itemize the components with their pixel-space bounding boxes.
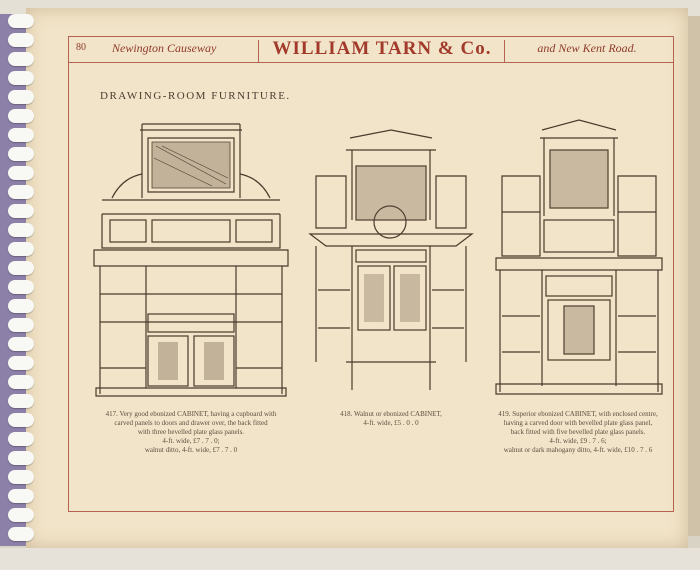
binding-coil (8, 527, 34, 541)
binding-coil (8, 185, 34, 199)
caption-line: walnut or dark mahogany ditto, 4-ft. wid… (503, 446, 653, 454)
caption-line: 4-ft. wide, £9 . 7 . 6; (549, 437, 607, 445)
binding-coil (8, 109, 34, 123)
binding-coil (8, 204, 34, 218)
header-left-address: Newington Causeway (112, 41, 217, 55)
binding-coil (8, 489, 34, 503)
spiral-binding (8, 14, 34, 550)
binding-coil (8, 280, 34, 294)
binding-coil (8, 147, 34, 161)
caption-418: 418. Walnut or ebonized CABINET, 4-ft. w… (318, 410, 464, 428)
binding-coil (8, 166, 34, 180)
binding-coil (8, 470, 34, 484)
caption-line: with three bevelled plate glass panels. (137, 428, 245, 436)
binding-coil (8, 52, 34, 66)
catalogue-page (26, 8, 688, 548)
binding-coil (8, 451, 34, 465)
header-rule (68, 62, 674, 63)
caption-419: 419. Superior ebonized CABINET, with enc… (482, 410, 674, 455)
binding-coil (8, 337, 34, 351)
binding-coil (8, 413, 34, 427)
caption-line: 4-ft. wide, £7 . 7 . 0; (162, 437, 220, 445)
page-edges (688, 16, 700, 536)
page-frame (68, 36, 674, 512)
caption-417: 417. Very good ebonized CABINET, having … (80, 410, 302, 455)
binding-coil (8, 356, 34, 370)
binding-coil (8, 375, 34, 389)
cabinet-419-illustration (495, 119, 663, 395)
caption-line: 419. Superior ebonized CABINET, with enc… (498, 410, 658, 418)
caption-line: having a carved door with bevelled plate… (503, 419, 653, 427)
binding-coil (8, 14, 34, 28)
header-divider (504, 40, 505, 62)
section-title: DRAWING-ROOM FURNITURE. (100, 90, 291, 102)
cabinet-417-illustration (93, 123, 289, 397)
caption-line: walnut ditto, 4-ft. wide, £7 . 7 . 0 (144, 446, 238, 454)
binding-coil (8, 318, 34, 332)
binding-coil (8, 242, 34, 256)
binding-coil (8, 299, 34, 313)
caption-line: carved panels to doors and drawer over, … (114, 419, 268, 427)
binding-coil (8, 261, 34, 275)
binding-coil (8, 394, 34, 408)
caption-line: 417. Very good ebonized CABINET, having … (105, 410, 277, 418)
header-right-address: and New Kent Road. (537, 41, 637, 55)
binding-coil (8, 432, 34, 446)
backdrop (0, 548, 700, 570)
header-divider (258, 40, 259, 62)
page-number: 80 (76, 42, 86, 53)
binding-coil (8, 33, 34, 47)
cabinet-418-illustration (308, 129, 474, 390)
caption-line: 4-ft. wide, £5 . 0 . 0 (363, 419, 419, 427)
header-firm-name: WILLIAM TARN & Co. (272, 38, 492, 59)
caption-line: back fitted with five bevelled plate gla… (510, 428, 646, 436)
binding-coil (8, 508, 34, 522)
binding-coil (8, 71, 34, 85)
binding-coil (8, 223, 34, 237)
caption-line: 418. Walnut or ebonized CABINET, (340, 410, 442, 418)
binding-coil (8, 128, 34, 142)
binding-coil (8, 90, 34, 104)
